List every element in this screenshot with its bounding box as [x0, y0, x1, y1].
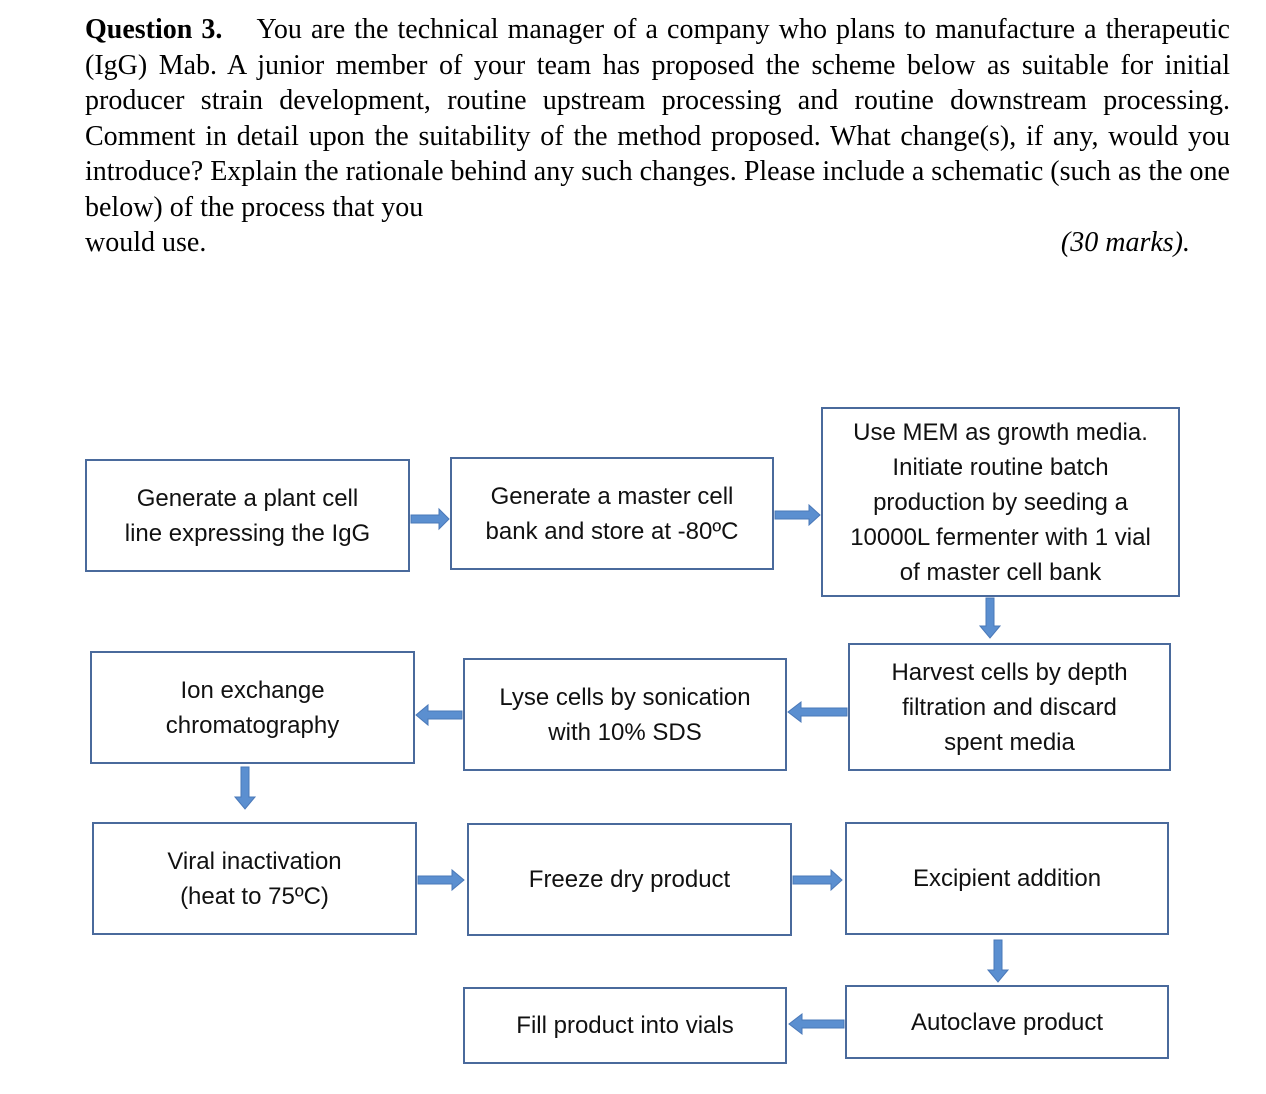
arrow-down-icon: [233, 766, 257, 810]
step-lyse: Lyse cells by sonication with 10% SDS: [463, 658, 787, 771]
arrow-right-icon: [774, 503, 821, 527]
question-text: Question 3.You are the technical manager…: [85, 12, 1230, 261]
step-harvest: Harvest cells by depth filtration and di…: [848, 643, 1171, 771]
arrow-right-icon: [417, 868, 465, 892]
step-viral-inactivation: Viral inactivation (heat to 75ºC): [92, 822, 417, 935]
arrow-down-icon: [978, 597, 1002, 639]
step-plant-cell-line: Generate a plant cell line expressing th…: [85, 459, 410, 572]
marks: (30 marks).: [1060, 227, 1190, 258]
arrow-left-icon: [787, 700, 848, 724]
step-master-cell-bank: Generate a master cell bank and store at…: [450, 457, 774, 570]
arrow-left-icon: [415, 703, 463, 727]
arrow-down-icon: [986, 939, 1010, 983]
step-ion-exchange: Ion exchange chromatography: [90, 651, 415, 764]
arrow-right-icon: [410, 507, 450, 531]
step-fill-vials: Fill product into vials: [463, 987, 787, 1064]
question-last-line: would use. (30 marks).: [85, 225, 1190, 261]
step-excipient: Excipient addition: [845, 822, 1169, 935]
arrow-right-icon: [792, 868, 843, 892]
step-freeze-dry: Freeze dry product: [467, 823, 792, 936]
step-autoclave: Autoclave product: [845, 985, 1169, 1059]
question-last-text: would use.: [85, 227, 207, 258]
step-fermentation: Use MEM as growth media. Initiate routin…: [821, 407, 1180, 597]
question-body: You are the technical manager of a compa…: [85, 14, 1230, 223]
question-label: Question 3.: [85, 14, 223, 45]
arrow-left-icon: [788, 1012, 845, 1036]
